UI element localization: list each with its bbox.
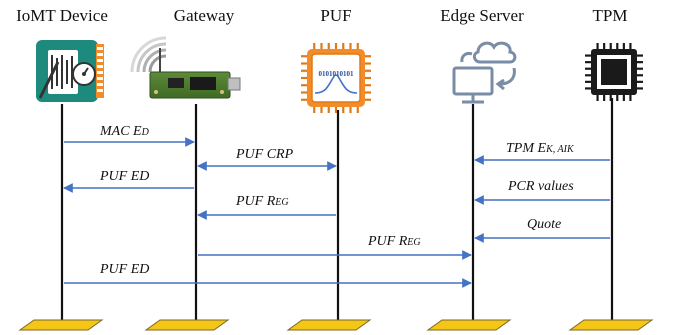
message-mac-ed: MAC ED (64, 124, 195, 147)
lifeline-base-puf (286, 319, 372, 331)
lifeline-base-edge-server (426, 319, 512, 331)
message-label-puf-reg-to-edge: PUF REG (367, 234, 421, 249)
message-pcr-values: PCR values (474, 179, 610, 205)
message-label-puf-reg-to-gateway: PUF REG (235, 194, 289, 209)
message-label-pcr-values: PCR values (507, 179, 574, 194)
participant-label-tpm: TPM (592, 6, 628, 25)
message-puf-reg-to-edge: PUF REG (198, 234, 472, 260)
tpm-chip-pins (585, 43, 643, 101)
message-puf-ed-to-edge: PUF ED (64, 262, 472, 288)
message-quote: Quote (474, 217, 610, 243)
message-puf-crp: PUF CRP (197, 147, 337, 171)
puf-chip-icon: 0101010101 (307, 49, 365, 107)
lifeline-base-gateway (144, 319, 230, 331)
message-label-puf-ed-to-iomt: PUF ED (99, 169, 149, 184)
message-label-quote: Quote (527, 217, 561, 232)
lifeline-base-iomt (18, 319, 104, 331)
message-label-tpm-ek-aik: TPM EK, AIK (506, 141, 575, 156)
edge-server-icon (452, 41, 517, 104)
puf-chip-pins (301, 43, 371, 113)
puf-chip-text: 0101010101 (319, 70, 355, 78)
message-puf-reg-to-gateway: PUF REG (197, 194, 336, 220)
participant-label-iomt: IoMT Device (16, 6, 108, 25)
iomt-device-icon (36, 40, 104, 102)
tpm-chip-icon (591, 49, 637, 95)
gateway-icon (130, 36, 241, 99)
lifeline-base-tpm (568, 319, 654, 331)
message-tpm-ek-aik: TPM EK, AIK (474, 141, 610, 165)
participant-label-puf: PUF (320, 6, 352, 25)
participant-label-edge-server: Edge Server (440, 6, 524, 25)
message-label-puf-ed-to-edge: PUF ED (99, 262, 149, 277)
participant-label-gateway: Gateway (173, 6, 235, 25)
message-puf-ed-to-iomt: PUF ED (63, 169, 194, 193)
message-label-puf-crp: PUF CRP (235, 147, 294, 162)
message-label-mac-ed: MAC ED (99, 124, 150, 139)
